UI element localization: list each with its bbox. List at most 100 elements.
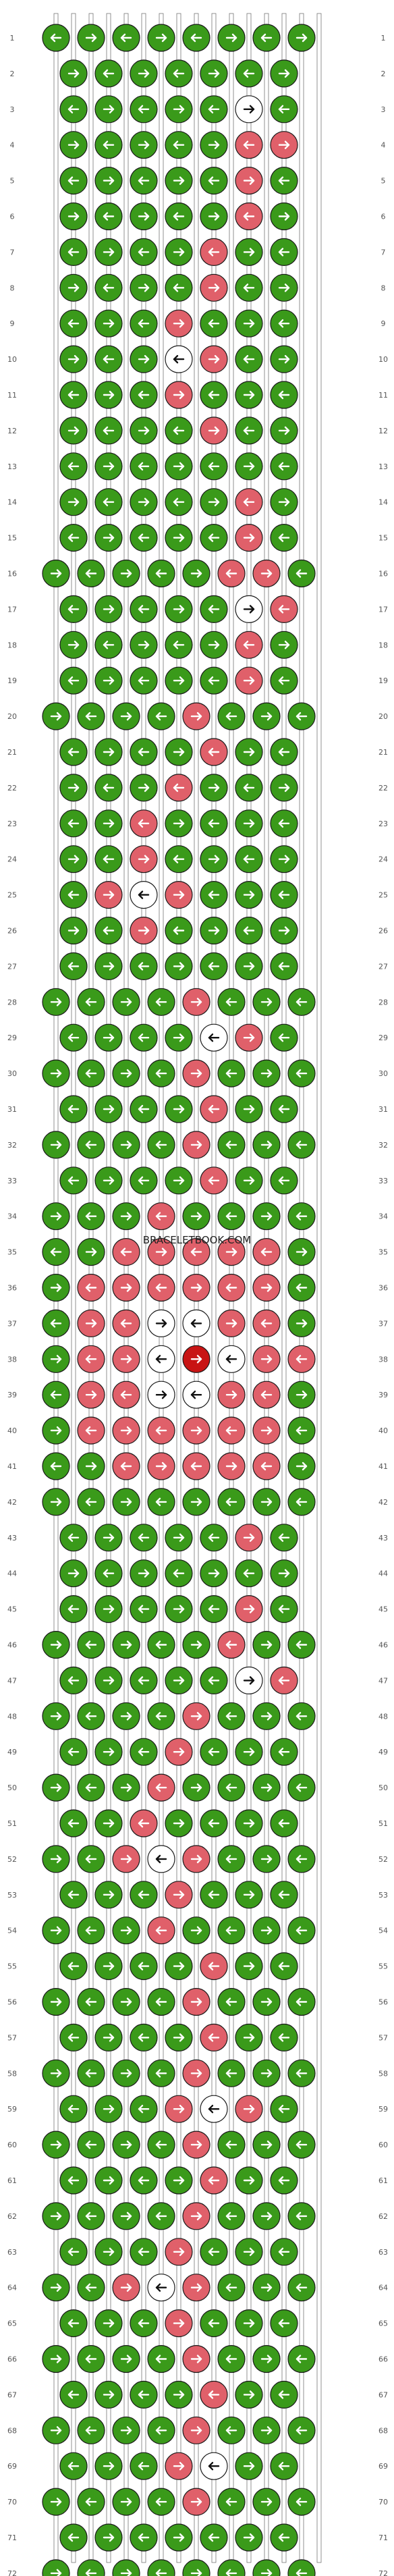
knot[interactable] (235, 1095, 263, 1123)
knot[interactable] (130, 809, 158, 838)
knot[interactable] (200, 202, 228, 231)
knot[interactable] (59, 309, 88, 338)
knot[interactable] (42, 24, 70, 52)
knot[interactable] (165, 845, 193, 874)
knot[interactable] (94, 630, 123, 659)
knot[interactable] (235, 1666, 263, 1694)
knot[interactable] (94, 2166, 123, 2195)
knot[interactable] (200, 2309, 228, 2338)
knot[interactable] (252, 2344, 281, 2373)
knot[interactable] (77, 1630, 105, 1659)
knot[interactable] (217, 1773, 246, 1802)
knot[interactable] (130, 916, 158, 945)
knot[interactable] (235, 1524, 263, 1552)
knot[interactable] (94, 1095, 123, 1123)
knot[interactable] (42, 1845, 70, 1873)
knot[interactable] (217, 2130, 246, 2159)
knot[interactable] (94, 809, 123, 838)
knot[interactable] (112, 559, 140, 588)
knot[interactable] (59, 417, 88, 445)
knot[interactable] (217, 1309, 246, 1338)
knot[interactable] (235, 595, 263, 624)
knot[interactable] (94, 523, 123, 552)
knot[interactable] (112, 1273, 140, 1302)
knot[interactable] (165, 2166, 193, 2195)
knot[interactable] (200, 738, 228, 766)
knot[interactable] (94, 1524, 123, 1552)
knot[interactable] (77, 1702, 105, 1730)
knot[interactable] (147, 2274, 175, 2302)
knot[interactable] (287, 1202, 316, 1231)
knot[interactable] (252, 24, 281, 52)
knot[interactable] (59, 2523, 88, 2552)
knot[interactable] (182, 2559, 210, 2576)
knot[interactable] (217, 2274, 246, 2302)
knot[interactable] (200, 595, 228, 624)
knot[interactable] (77, 2130, 105, 2159)
knot[interactable] (270, 1023, 298, 1052)
knot[interactable] (235, 238, 263, 266)
knot[interactable] (270, 309, 298, 338)
knot[interactable] (59, 2166, 88, 2195)
knot[interactable] (94, 2023, 123, 2051)
knot[interactable] (94, 1023, 123, 1052)
knot[interactable] (235, 381, 263, 409)
knot[interactable] (42, 2274, 70, 2302)
knot[interactable] (235, 345, 263, 373)
knot[interactable] (130, 880, 158, 909)
knot[interactable] (112, 1488, 140, 1516)
knot[interactable] (270, 952, 298, 981)
knot[interactable] (165, 273, 193, 302)
knot[interactable] (252, 2130, 281, 2159)
knot[interactable] (59, 880, 88, 909)
knot[interactable] (165, 1595, 193, 1624)
knot[interactable] (270, 774, 298, 802)
knot[interactable] (42, 2202, 70, 2230)
knot[interactable] (235, 630, 263, 659)
knot[interactable] (165, 2380, 193, 2409)
knot[interactable] (235, 131, 263, 159)
knot[interactable] (59, 452, 88, 481)
knot[interactable] (252, 1202, 281, 1231)
knot[interactable] (165, 2523, 193, 2552)
knot[interactable] (165, 1952, 193, 1981)
knot[interactable] (130, 774, 158, 802)
knot[interactable] (165, 417, 193, 445)
knot[interactable] (147, 1416, 175, 1445)
knot[interactable] (235, 1738, 263, 1766)
knot[interactable] (165, 1738, 193, 1766)
knot[interactable] (200, 1524, 228, 1552)
knot[interactable] (270, 202, 298, 231)
knot[interactable] (165, 809, 193, 838)
knot[interactable] (270, 1166, 298, 1195)
knot[interactable] (59, 1023, 88, 1052)
knot[interactable] (287, 2559, 316, 2576)
knot[interactable] (59, 2309, 88, 2338)
knot[interactable] (200, 1809, 228, 1837)
knot[interactable] (270, 1738, 298, 1766)
knot[interactable] (112, 1131, 140, 1159)
knot[interactable] (287, 988, 316, 1016)
knot[interactable] (112, 1702, 140, 1730)
knot[interactable] (147, 1059, 175, 1088)
knot[interactable] (130, 2095, 158, 2123)
knot[interactable] (130, 2238, 158, 2266)
knot[interactable] (147, 2059, 175, 2087)
knot[interactable] (59, 1524, 88, 1552)
knot[interactable] (200, 809, 228, 838)
knot[interactable] (130, 1881, 158, 1909)
knot[interactable] (270, 59, 298, 88)
knot[interactable] (130, 309, 158, 338)
knot[interactable] (112, 1452, 140, 1480)
knot[interactable] (130, 1095, 158, 1123)
knot[interactable] (130, 2523, 158, 2552)
knot[interactable] (147, 24, 175, 52)
knot[interactable] (270, 95, 298, 124)
knot[interactable] (235, 1023, 263, 1052)
knot[interactable] (94, 2309, 123, 2338)
knot[interactable] (287, 24, 316, 52)
knot[interactable] (77, 1237, 105, 1266)
knot[interactable] (200, 880, 228, 909)
knot[interactable] (42, 1237, 70, 1266)
knot[interactable] (112, 1416, 140, 1445)
